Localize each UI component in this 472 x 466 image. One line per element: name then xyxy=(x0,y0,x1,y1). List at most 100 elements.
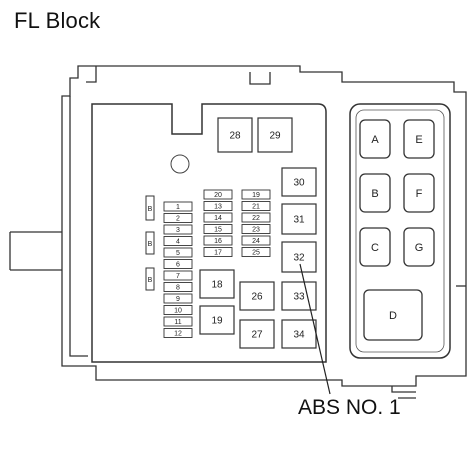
relay-A-label: A xyxy=(371,134,379,146)
small-fuse-b-22: 22 xyxy=(241,212,271,223)
relay-G-label: G xyxy=(415,242,424,254)
small-fuse-9-label: 9 xyxy=(176,296,180,303)
small-fuse-a-14-label: 14 xyxy=(214,215,222,222)
fuse-31-outline xyxy=(281,203,317,235)
relay-F-outline xyxy=(403,173,435,213)
side-tab-3: B xyxy=(145,267,155,291)
relay-E-outline xyxy=(403,119,435,159)
fuse-26-label: 26 xyxy=(251,292,263,303)
small-fuse-b-24-outline xyxy=(241,235,271,246)
side-tab-outline xyxy=(145,231,155,255)
relay-F: F xyxy=(403,173,435,213)
small-fuse-12: 12 xyxy=(163,328,193,338)
fuse-panel xyxy=(91,103,327,363)
fuse-29: 29 xyxy=(257,117,293,153)
small-fuse-4-label: 4 xyxy=(176,239,180,246)
fuse-33: 33 xyxy=(281,281,317,311)
small-fuse-8-outline xyxy=(163,282,193,292)
small-fuse-a-20-label: 20 xyxy=(214,192,222,199)
small-fuse-b-25-outline xyxy=(241,247,271,257)
fuse-29-outline xyxy=(257,117,293,153)
fuse-27: 27 xyxy=(239,319,275,349)
fuse-27-outline xyxy=(239,319,275,349)
fuse-27-label: 27 xyxy=(251,330,263,341)
relay-C-outline xyxy=(359,227,391,267)
relay-C: C xyxy=(359,227,391,267)
fuse-26: 26 xyxy=(239,281,275,311)
small-fuse-4-outline xyxy=(163,236,193,246)
fuse-34: 34 xyxy=(281,319,317,349)
small-fuse-2-outline xyxy=(163,213,193,223)
side-tab-group: BBB xyxy=(145,195,155,291)
side-tab-label: B xyxy=(148,241,153,248)
small-fuse-7-outline xyxy=(163,270,193,281)
fuse-19: 19 xyxy=(199,305,235,335)
small-fuse-a-20: 20 xyxy=(203,189,233,200)
small-fuse-2-label: 2 xyxy=(176,216,180,223)
small-fuse-a-13-outline xyxy=(203,201,233,211)
small-fuse-a-17-outline xyxy=(203,247,233,257)
small-fuse-8-label: 8 xyxy=(176,285,180,292)
small-fuse-b-25-label: 25 xyxy=(252,250,260,257)
small-fuse-6: 6 xyxy=(163,259,193,269)
fuse-31-label: 31 xyxy=(293,215,305,226)
small-fuse-9-outline xyxy=(163,293,193,304)
small-fuse-11: 11 xyxy=(163,316,193,327)
small-fuse-b-21-outline xyxy=(241,201,271,211)
small-fuse-b-25: 25 xyxy=(241,247,271,257)
small-fuse-b-23: 23 xyxy=(241,224,271,234)
fuse-33-outline xyxy=(281,281,317,311)
fuse-18-outline xyxy=(199,269,235,299)
fuse-30-outline xyxy=(281,167,317,197)
small-fuse-a-13: 13 xyxy=(203,201,233,211)
mount-hole xyxy=(170,154,190,174)
relay-D: D xyxy=(363,289,423,341)
fuse-31: 31 xyxy=(281,203,317,235)
relay-E-label: E xyxy=(415,134,422,146)
relay-B: B xyxy=(359,173,391,213)
small-fuse-a-20-outline xyxy=(203,189,233,200)
small-fuse-8: 8 xyxy=(163,282,193,292)
small-fuse-12-label: 12 xyxy=(174,331,182,338)
fuse-29-label: 29 xyxy=(269,131,281,142)
fuse-18-label: 18 xyxy=(211,280,223,291)
relay-A: A xyxy=(359,119,391,159)
fuse-18: 18 xyxy=(199,269,235,299)
small-fuse-12-outline xyxy=(163,328,193,338)
small-fuse-7-label: 7 xyxy=(176,273,180,280)
small-fuse-11-label: 11 xyxy=(174,319,181,326)
fuse-28-outline xyxy=(217,117,253,153)
relay-B-outline xyxy=(359,173,391,213)
small-fuse-a-15-outline xyxy=(203,224,233,234)
small-fuse-5: 5 xyxy=(163,247,193,258)
fuse-32: 32 xyxy=(281,241,317,273)
small-fuse-1-label: 1 xyxy=(176,204,180,211)
small-fuse-a-14-outline xyxy=(203,212,233,223)
side-tab-outline xyxy=(145,267,155,291)
small-fuse-4: 4 xyxy=(163,236,193,246)
large-fuse-group: 28 29 30 31 32 18 26 33 19 27 34 xyxy=(199,117,317,349)
relay-C-label: C xyxy=(371,242,379,254)
fuse-28-label: 28 xyxy=(229,131,241,142)
fuse-34-outline xyxy=(281,319,317,349)
fuse-26-outline xyxy=(239,281,275,311)
relay-E: E xyxy=(403,119,435,159)
small-fuse-b-24-label: 24 xyxy=(252,238,260,245)
small-fuse-a-17-label: 17 xyxy=(214,250,222,257)
relay-G-outline xyxy=(403,227,435,267)
relay-G: G xyxy=(403,227,435,267)
relay-panel xyxy=(349,103,451,359)
small-fuse-a-15: 15 xyxy=(203,224,233,234)
small-fuse-7: 7 xyxy=(163,270,193,281)
small-fuse-6-outline xyxy=(163,259,193,269)
housing-outline xyxy=(9,65,467,399)
fuse-30-label: 30 xyxy=(293,178,305,189)
fuse-19-outline xyxy=(199,305,235,335)
small-fuse-b-23-label: 23 xyxy=(252,227,260,234)
small-fuse-3-label: 3 xyxy=(176,227,180,234)
small-fuse-b-19: 19 xyxy=(241,189,271,200)
small-fuse-b-23-outline xyxy=(241,224,271,234)
relay-D-outline xyxy=(363,289,423,341)
diagram-title: FL Block xyxy=(14,8,101,33)
